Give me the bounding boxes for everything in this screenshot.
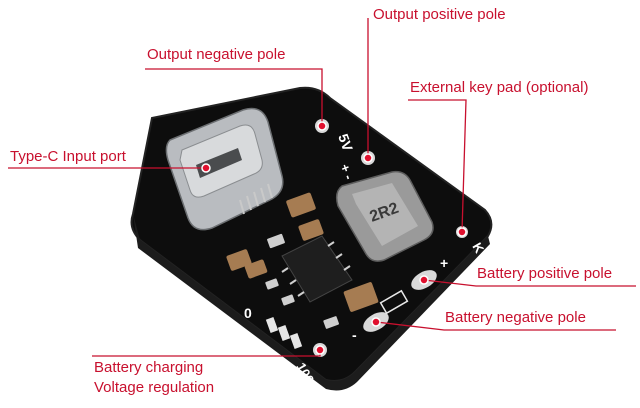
status-leds — [265, 317, 303, 349]
label-type-c-input-port: Type-C Input port — [8, 147, 128, 166]
label-output-positive-pole: Output positive pole — [371, 5, 508, 24]
silk-5v: 5V — [335, 132, 356, 154]
silk-plus-minus: + - — [337, 162, 356, 182]
label-charging-line-2: Voltage regulation — [94, 379, 215, 396]
label-battery-positive-pole: Battery positive pole — [475, 264, 615, 283]
silk-minus: - — [352, 327, 357, 343]
ic-chip — [281, 235, 353, 303]
label-battery-negative-pole: Battery negative pole — [443, 308, 588, 327]
silk-zero: 0 — [244, 305, 252, 321]
silk-plus: + — [440, 255, 448, 271]
label-charging-line-1: Battery charging — [94, 359, 204, 376]
inductor: 2R2 — [335, 170, 434, 262]
usb-type-c-port — [165, 107, 284, 231]
label-battery-charging-voltage-regulation: Battery charging Voltage regulation — [92, 358, 217, 398]
label-external-key-pad: External key pad (optional) — [408, 78, 591, 97]
label-output-negative-pole: Output negative pole — [145, 45, 288, 64]
smd-components — [226, 192, 379, 329]
callout-dots — [201, 121, 467, 355]
silkscreen-markings: 5V + - K + - 0 100 — [244, 132, 487, 387]
